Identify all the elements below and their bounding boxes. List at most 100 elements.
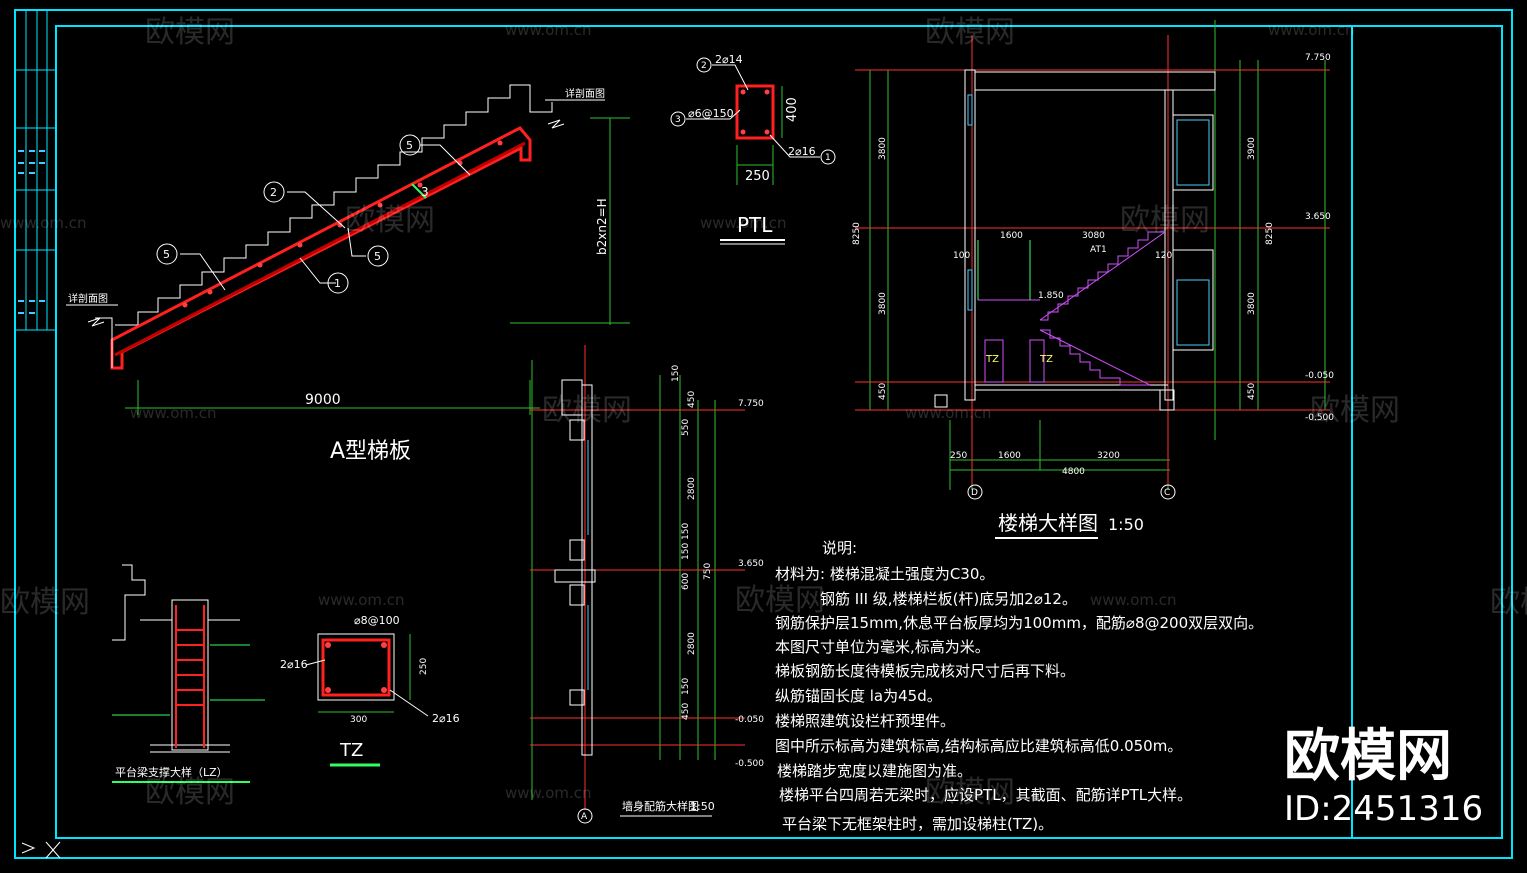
callout-5c: 5 bbox=[374, 250, 381, 263]
note-line-11: 平台梁下无框架柱时，需加设梯柱(TZ)。 bbox=[782, 815, 1053, 833]
at1-label: AT1 bbox=[1090, 245, 1107, 255]
wall-detail-drawing: 7.750 3.650 -0.050 -0.500 150 450 550 28… bbox=[530, 345, 764, 824]
drawing-frame bbox=[14, 9, 1513, 859]
watermark-site-9: www.om.cn bbox=[505, 784, 592, 802]
watermark-brand-2: 欧模网 bbox=[925, 15, 1015, 50]
left-dim-2: 8250 bbox=[852, 222, 862, 245]
inner-dim-4: 100 bbox=[953, 251, 970, 261]
watermark-id: ID:2451316 bbox=[1284, 789, 1483, 829]
stair-slab-concrete bbox=[110, 126, 532, 370]
wall-dim-2: 450 bbox=[687, 391, 697, 408]
elev-7750: 7.750 bbox=[1305, 53, 1331, 63]
elev-3650: 3.650 bbox=[1305, 212, 1331, 222]
section-label-bottom: 详剖面图 bbox=[68, 292, 108, 305]
wall-dim-3: 550 bbox=[681, 419, 691, 436]
callout-3: 3 bbox=[421, 185, 429, 199]
wall-dim-8: 2800 bbox=[687, 632, 697, 655]
tz-label-1: TZ bbox=[985, 354, 999, 365]
elev-m0500: -0.500 bbox=[1305, 413, 1334, 423]
note-line-10: 楼梯平台四周若无梁时，应设PTL，其截面、配筋详PTL大样。 bbox=[779, 786, 1192, 804]
watermark-site-4: www.om.cn bbox=[700, 214, 787, 232]
watermark-brand-1: 欧模网 bbox=[145, 15, 235, 50]
callout-5a: 5 bbox=[163, 248, 170, 261]
notes-heading: 说明: bbox=[822, 539, 857, 557]
watermark-site-2: www.om.cn bbox=[1268, 21, 1355, 39]
tz-height: 250 bbox=[419, 658, 429, 675]
axis-C: C bbox=[1164, 488, 1170, 498]
wall-elev-m0050: -0.050 bbox=[735, 715, 764, 725]
watermark-site-6: www.om.cn bbox=[905, 404, 992, 422]
wall-elev-7750: 7.750 bbox=[738, 399, 764, 409]
wall-elev-m0500: -0.500 bbox=[735, 759, 764, 769]
tz-left-bar: 2⌀16 bbox=[280, 658, 308, 671]
span-dimension: 9000 bbox=[305, 392, 341, 408]
stair-slab-drawing: 5 2 5 5 1 3 详剖面图 详剖面图 b2xn2=H 9000 A型梯板 bbox=[66, 84, 630, 464]
tz-title: TZ bbox=[339, 740, 363, 761]
right-dim-2: 8250 bbox=[1265, 222, 1275, 245]
watermark-brand-3: 欧模网 bbox=[345, 203, 435, 238]
wall-dim-1: 150 bbox=[671, 365, 681, 382]
notes-block: 说明: 材料为: 楼梯混凝土强度为C30。 钢筋 III 级,楼梯栏板(杆)底另… bbox=[775, 539, 1263, 833]
axis-D: D bbox=[971, 488, 978, 498]
note-line-2: 钢筋 III 级,楼梯栏板(杆)底另加2⌀12。 bbox=[820, 590, 1077, 608]
note-line-1: 材料为: 楼梯混凝土强度为C30。 bbox=[775, 565, 994, 583]
bottom-dim-3: 3200 bbox=[1097, 451, 1120, 461]
ptl-title: PTL bbox=[737, 213, 773, 237]
ptl-stirrup: ⌀6@150 bbox=[688, 107, 734, 120]
tz-label-2: TZ bbox=[1039, 354, 1053, 365]
wall-axis-A: A bbox=[581, 812, 588, 822]
watermark-brand-6: 欧模网 bbox=[1310, 393, 1400, 428]
ptl-section: 2 3 1 2⌀14 ⌀6@150 2⌀16 250 400 PTL bbox=[670, 53, 836, 245]
inner-dim-3: 120 bbox=[1155, 251, 1172, 261]
stair-slab-title: A型梯板 bbox=[330, 439, 411, 464]
lz-title: 平台梁支撑大样（LZ） bbox=[115, 765, 228, 779]
wall-elev-3650: 3.650 bbox=[738, 559, 764, 569]
right-dim-4: 450 bbox=[1247, 383, 1257, 400]
watermarks: 欧模网 www.om.cn 欧模网 www.om.cn www.om.cn 欧模… bbox=[0, 15, 1527, 829]
wall-dim-7: 600 bbox=[681, 573, 691, 590]
watermark-brand-5: 欧模网 bbox=[542, 393, 632, 428]
wall-dim-5: 150 bbox=[681, 523, 691, 540]
left-dim-3: 3800 bbox=[878, 292, 888, 315]
inner-dim-1: 1600 bbox=[1000, 231, 1023, 241]
left-dim-1: 3800 bbox=[878, 137, 888, 160]
title-block-marks bbox=[18, 150, 45, 314]
right-dim-3: 3800 bbox=[1247, 292, 1257, 315]
watermark-site-5: www.om.cn bbox=[130, 404, 217, 422]
wall-dim-6: 150 bbox=[681, 543, 691, 560]
tz-width: 300 bbox=[350, 715, 367, 725]
note-line-3: 钢筋保护层15mm,休息平台板厚均为100mm，配筋⌀8@200双层双向。 bbox=[775, 614, 1263, 632]
watermark-brand-9: 欧模网 bbox=[1490, 585, 1527, 620]
callout-1: 1 bbox=[334, 277, 341, 290]
bottom-dim-2: 1600 bbox=[998, 451, 1021, 461]
ptl-mark-3: 3 bbox=[675, 115, 681, 125]
ptl-mark-1: 1 bbox=[825, 153, 831, 163]
wall-detail-title: 墙身配筋大样图 bbox=[622, 799, 699, 813]
watermark-brand-big: 欧模网 bbox=[1284, 724, 1452, 789]
watermark-brand-7: 欧模网 bbox=[0, 585, 90, 620]
ptl-top-bar: 2⌀14 bbox=[715, 53, 743, 66]
ptl-height: 400 bbox=[785, 97, 800, 122]
watermark-brand-8: 欧模网 bbox=[735, 583, 825, 618]
callout-circles: 5 2 5 5 1 3 bbox=[156, 134, 429, 294]
section-label-top: 详剖面图 bbox=[565, 87, 605, 100]
left-dim-4: 450 bbox=[878, 383, 888, 400]
right-dim-1: 3900 bbox=[1247, 137, 1257, 160]
inner-dim-2: 3080 bbox=[1082, 231, 1105, 241]
title-block-left bbox=[15, 10, 56, 331]
bottom-dim-1: 250 bbox=[950, 451, 967, 461]
wall-dim-4: 2800 bbox=[687, 477, 697, 500]
note-line-9: 楼梯踏步宽度以建施图为准。 bbox=[777, 762, 972, 780]
note-line-6: 纵筋锚固长度 la为45d。 bbox=[775, 687, 942, 705]
watermark-brand-11: 欧模网 bbox=[925, 775, 1015, 810]
note-line-7: 楼梯照建筑设栏杆预埋件。 bbox=[775, 712, 955, 730]
wall-dim-10: 450 bbox=[681, 703, 691, 720]
tz-right-bar: 2⌀16 bbox=[432, 712, 460, 725]
stair-detail-scale: 1:50 bbox=[1108, 515, 1144, 534]
note-line-8: 图中所示标高为建筑标高,结构标高应比建筑标高低0.050m。 bbox=[775, 737, 1182, 755]
bottom-dim-4: 4800 bbox=[1062, 467, 1085, 477]
elev-m0050: -0.050 bbox=[1305, 371, 1334, 381]
note-line-5: 梯板钢筋长度待模板完成核对尺寸后再下料。 bbox=[775, 662, 1075, 680]
level-1850: 1.850 bbox=[1038, 291, 1064, 301]
